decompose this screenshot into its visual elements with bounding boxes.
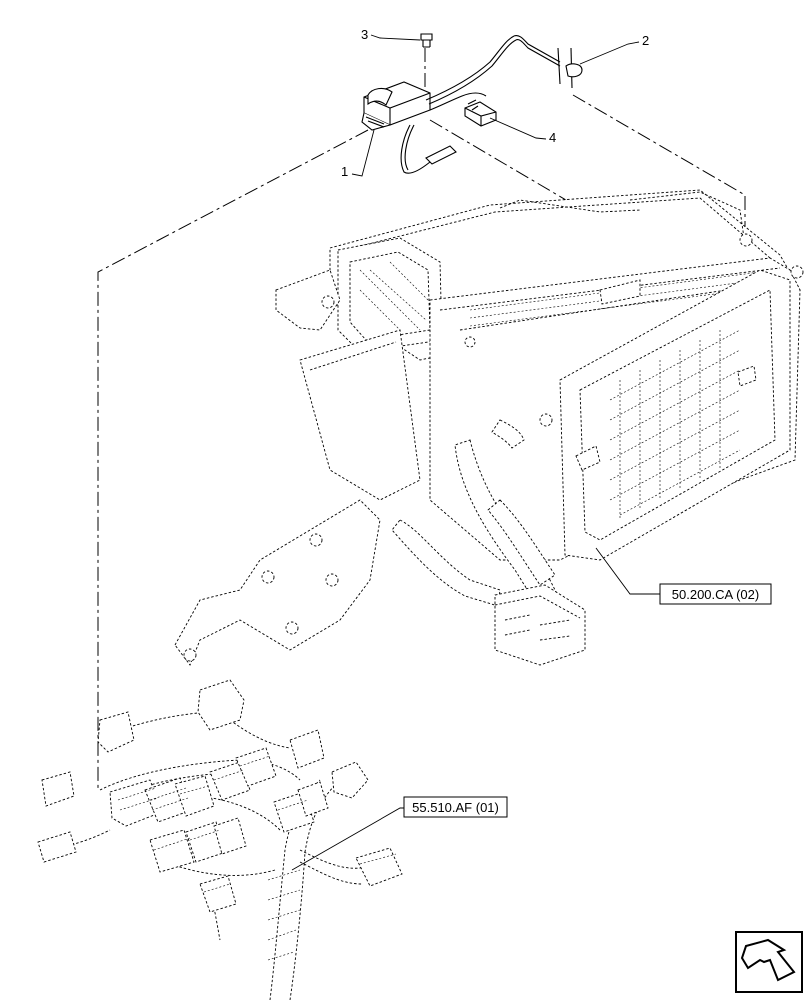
reference-label-hvac[interactable]: 50.200.CA (02) [672,587,759,602]
callout-1: 1 [341,129,375,179]
sensor-bracket [557,47,583,89]
wiring-harness [37,679,403,1000]
hvac-unit [174,189,804,666]
reference-hvac[interactable]: 50.200.CA (02) [595,547,772,605]
reference-box-hvac[interactable] [659,583,772,605]
reference-harness[interactable]: 55.510.AF (01) [291,796,508,871]
sensor-module [361,81,431,131]
callout-label-4: 4 [549,130,556,145]
next-page-arrow-icon[interactable] [735,931,803,993]
callout-2: 2 [579,33,649,65]
connector-pin [464,99,497,127]
screw [420,33,433,48]
callout-label-1: 1 [341,164,348,179]
assembly-guide-lines [97,48,746,790]
sensor-cable [400,35,561,174]
callout-4: 4 [489,117,556,145]
reference-label-harness[interactable]: 55.510.AF (01) [412,800,499,815]
callout-3: 3 [361,27,421,42]
callout-label-2: 2 [642,33,649,48]
callout-label-3: 3 [361,27,368,42]
reference-box-harness[interactable] [403,796,508,818]
